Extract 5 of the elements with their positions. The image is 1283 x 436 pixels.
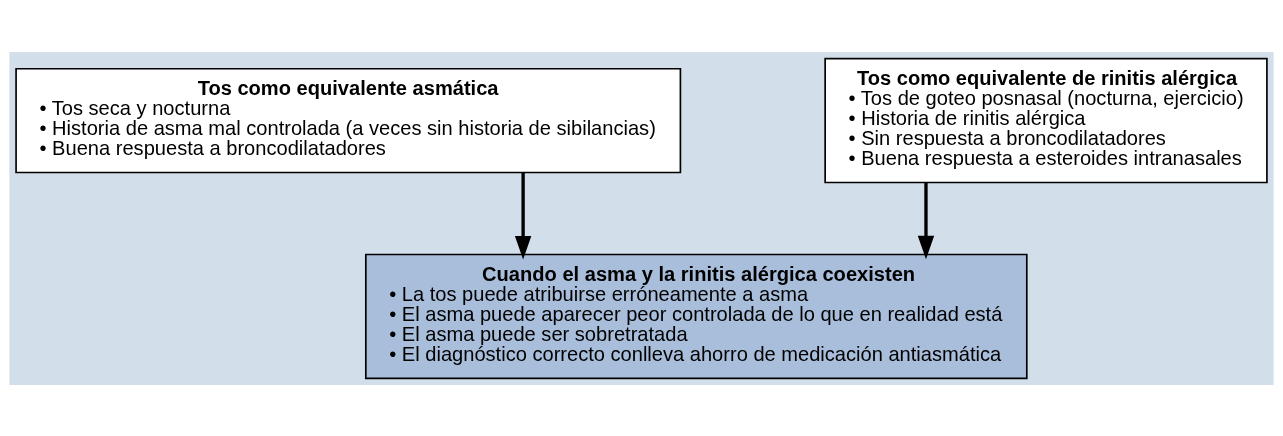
arrow [917,182,935,259]
node-box: Tos como equivalente asmática • Tos seca y nocturna • Historia de asma mal controlada (a veces sin historia de sibilancias) • Buena respuesta a broncodilatadores [15,67,682,173]
arrow [514,172,532,259]
node-box: Tos como equivalente de rinitis alérgica • Tos de goteo posnasal (nocturna, ejercicio) • Historia de rinitis alérgica • Sin respuesta a broncodilatadores • Buena respuesta a esteroides intranasales [824,57,1268,183]
node-box: Cuando el asma y la rinitis alérgica coexisten • La tos puede atribuirse erróneamente a asma • El asma puede aparecer peor controlada de lo que en realidad está • El asma puede ser sobretratada • El diagnóstico correcto conlleva ahorro de medicación antiasmática [364,253,1028,379]
